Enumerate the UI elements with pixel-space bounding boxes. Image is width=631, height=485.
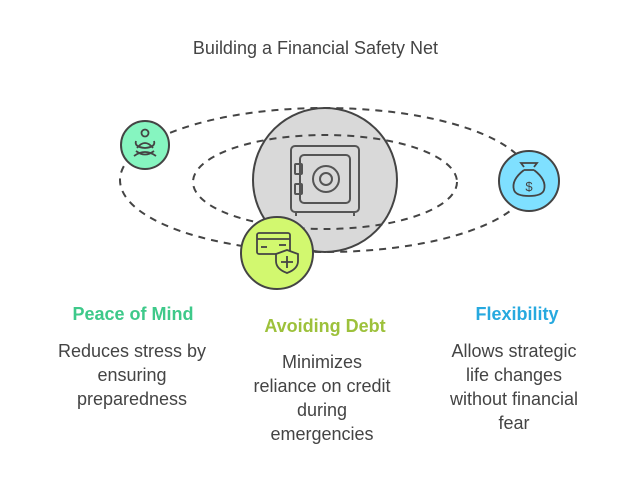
desc-line: during [296, 400, 348, 420]
flex-heading: Flexibility [475, 304, 559, 324]
desc-line: ensuring [97, 365, 167, 385]
diagram-title: Building a Financial Safety Net [192, 38, 439, 58]
peace-description: Reduces stress by ensuring preparedness [32, 339, 232, 411]
card-shield-icon [256, 232, 299, 274]
flex-circle [498, 150, 560, 212]
debt-heading: Avoiding Debt [264, 316, 386, 336]
safe-icon [290, 145, 360, 216]
inner-orbit [192, 134, 458, 230]
peace-circle [120, 120, 170, 170]
money-bag-icon: $ [512, 162, 546, 197]
desc-line: Minimizes [281, 352, 362, 372]
desc-line: preparedness [76, 389, 188, 409]
desc-line: Reduces stress by [57, 341, 207, 361]
svg-text:$: $ [525, 179, 533, 194]
desc-line: reliance on credit [253, 376, 391, 396]
debt-description: Minimizes reliance on credit during emer… [222, 350, 422, 446]
center-circle [252, 107, 398, 253]
flex-description: Allows strategic life changes without fi… [414, 339, 614, 435]
desc-line: fear [498, 413, 530, 433]
peace-heading: Peace of Mind [72, 304, 194, 324]
desc-line: without financial [449, 389, 579, 409]
meditation-icon [133, 128, 157, 157]
desc-line: Allows strategic [451, 341, 577, 361]
desc-line: emergencies [270, 424, 374, 444]
desc-line: life changes [465, 365, 563, 385]
